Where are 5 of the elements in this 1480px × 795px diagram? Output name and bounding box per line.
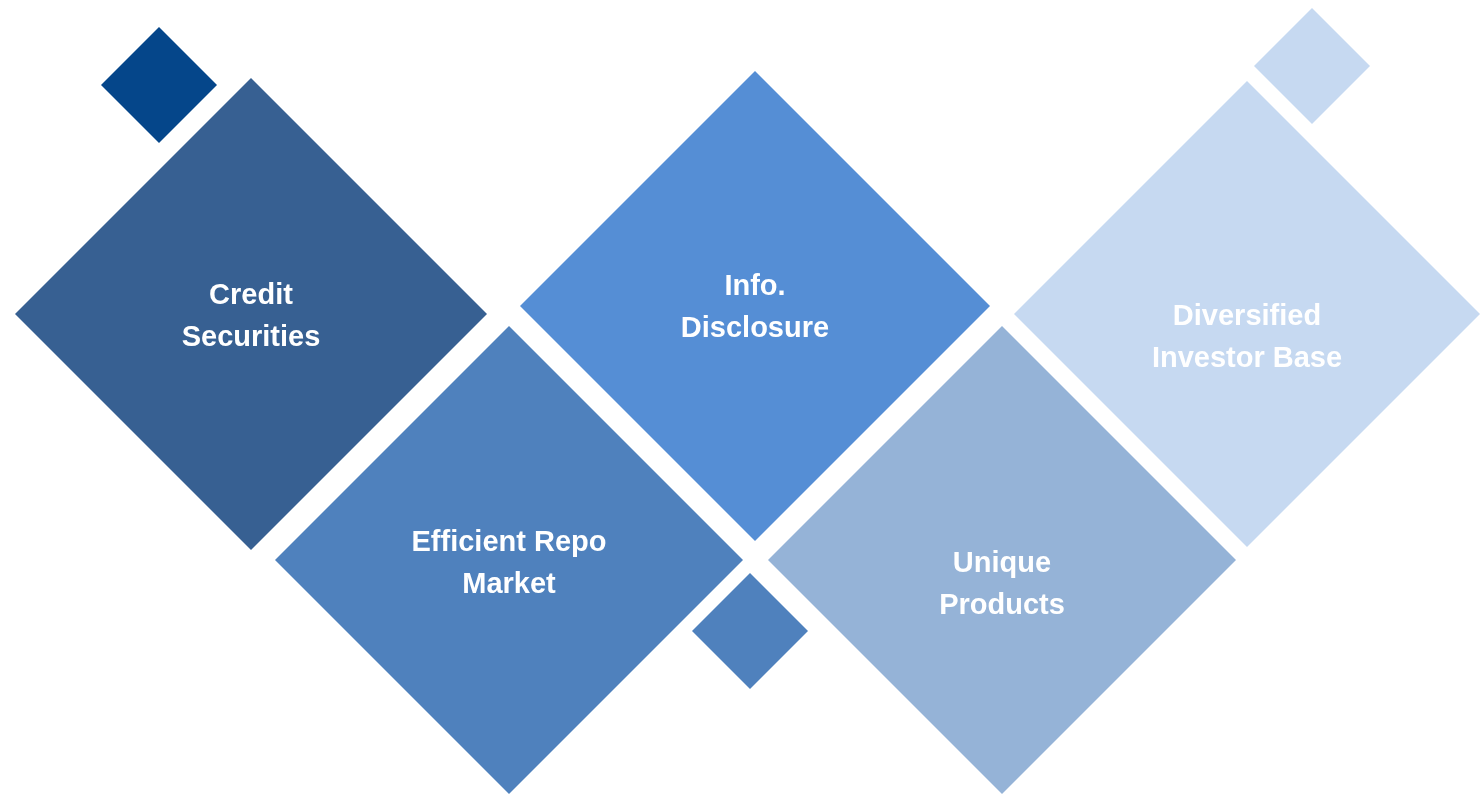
diamond-label: Diversified Investor Base	[1150, 298, 1344, 375]
diamond-label: Efficient Repo Market	[410, 524, 608, 601]
diamond-label: Credit Securities	[180, 277, 322, 354]
diamond-label: Unique Products	[938, 545, 1066, 622]
diamond-label: Info. Disclosure	[679, 268, 831, 345]
